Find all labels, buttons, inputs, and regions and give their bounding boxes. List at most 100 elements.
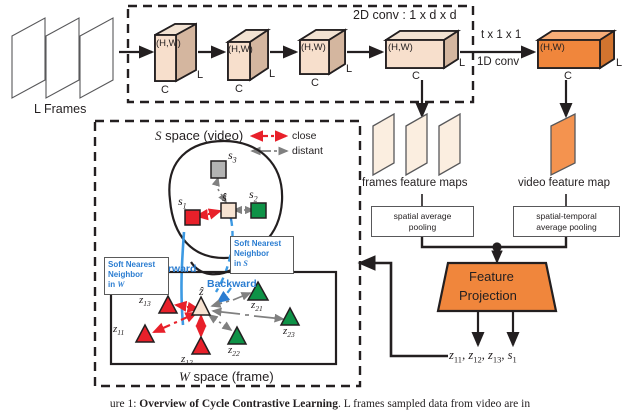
video-cube-c-label: C [564,70,572,82]
cube-1-l-label: L [197,69,204,81]
snn-w-line2: Neighbor [108,269,144,279]
w-space-title-rest: space (frame) [189,369,274,384]
video-feature-map-label: video feature map [518,177,611,189]
label-z11-base: z [113,323,118,335]
label-s2: s2 [249,187,258,203]
w-space-title-symbol: W [179,369,190,384]
snn-s-line3-plain: in [234,258,244,268]
label-z21-sub: 21 [255,304,263,314]
s-space-bottom-connector [190,261,236,276]
caption-rest: . L frames sampled data from video are i… [337,398,531,410]
label-s-hat: ŝ [222,190,227,204]
label-z11-sub: 11 [117,328,125,338]
s-space-title-rest: space (video) [161,128,244,143]
spatial-average-pooling-line1: spatial average [393,210,452,221]
marker-s-hat [220,202,237,219]
snn-s-line1: Soft Nearest [234,239,282,248]
cube-3-c-label: C [311,77,319,89]
figure-caption: ure 1: Overview of Cycle Contrastive Lea… [0,398,640,410]
legend-close-label: close [292,130,317,142]
video-cube-l-label: L [616,57,623,69]
legend-distant-label: distant [292,145,323,157]
arrow-zhat-to-z13 [173,300,201,313]
cube-1-c-label: C [161,84,169,96]
conv-cube-2 [225,28,271,82]
label-z22-sub: 22 [232,349,240,359]
snn-w-line3: in W [108,280,165,290]
cube-3-l-label: L [346,63,353,75]
feature-projection-line1: Feature [469,269,514,284]
label-z21: z21 [251,299,263,313]
backward-label: Backward [207,278,257,290]
forward-blue-curve [180,231,186,326]
label-z23-base: z [283,325,288,337]
arrow-shat-to-s1 [194,208,223,221]
conv-cube-1 [154,22,197,83]
st-pooling-line1: spatial-temporal [536,210,597,221]
input-frames [11,17,114,99]
marker-s3 [210,160,227,179]
marker-z12 [190,335,212,355]
soft-nearest-neighbor-s-callout: Soft Nearest Neighbor in S [230,236,294,274]
marker-s1 [184,209,201,226]
backward-blue-arrow-tip [216,287,232,304]
label-z13-base: z [139,294,144,306]
caption-prefix: ure 1: [109,398,140,410]
label-s3: s3 [228,148,237,164]
marker-z22 [226,325,248,345]
label-s3-sub: 3 [232,155,237,165]
conv1d-label-line1: t x 1 x 1 [481,29,522,41]
soft-nearest-neighbor-w-callout: Soft Nearest Neighbor in W [104,257,169,295]
snn-s-line3: in S [234,259,290,269]
caption-bold: Overview of Cycle Contrastive Learning [139,398,338,410]
label-s2-base: s [249,187,254,201]
label-s2-sub: 2 [253,194,258,204]
label-z-hat: ẑ [199,284,204,298]
label-z22: z22 [228,344,240,358]
label-z12-sub: 12 [185,358,193,368]
forward-label: Forward [155,263,197,275]
arrow-zhat-to-z21 [210,292,252,308]
cube-4-hw-label: (H,W) [388,42,413,53]
feature-projection-line2: Projection [459,288,517,303]
marker-s2 [250,202,267,219]
snn-s-line2: Neighbor [234,248,270,258]
label-z23: z23 [283,325,295,339]
label-z23-sub: 23 [287,330,295,340]
arrow-zhat-to-z22 [207,314,233,331]
video-feature-map [550,112,576,177]
cube-4-c-label: C [412,70,420,82]
spatial-average-pooling-line2: pooling [408,221,437,232]
marker-z23 [279,306,301,326]
snn-w-line3-italic: W [117,279,125,289]
s-space-title: S space (video) [155,128,243,144]
marker-z13 [157,294,179,314]
input-frames-label: L Frames [34,102,87,116]
cube-1-hw-label: (H,W) [156,38,181,49]
projection-outputs-label: z11, z12, z13, s1 [449,348,517,365]
label-z22-base: z [228,344,233,356]
video-cube-hw-label: (H,W) [540,42,565,53]
arrow-zhat-to-z23 [211,307,285,323]
cube-2-c-label: C [235,83,243,95]
frames-feature-maps [372,112,461,177]
cube-4-l-label: L [459,57,466,69]
label-s1: s1 [178,194,187,210]
marker-z11 [134,323,156,343]
label-z13-sub: 13 [143,299,151,309]
conv1d-label-line2: 1D conv [477,56,520,68]
label-s1-sub: 1 [182,201,187,211]
spatial-temporal-average-pooling-box: spatial-temporal average pooling [513,206,620,237]
marker-z-hat [190,295,212,316]
label-z11: z11 [113,323,124,337]
label-s1-base: s [178,194,183,208]
snn-w-line3-plain: in [108,279,118,289]
label-z12-base: z [181,353,186,365]
label-z12: z12 [181,353,193,367]
arrow-zhat-to-z11 [152,312,198,333]
s-space-title-symbol: S [155,128,162,143]
frames-feature-maps-label: frames feature maps [362,177,468,189]
cube-3-hw-label: (H,W) [301,42,326,53]
w-space-title: W space (frame) [179,369,274,385]
